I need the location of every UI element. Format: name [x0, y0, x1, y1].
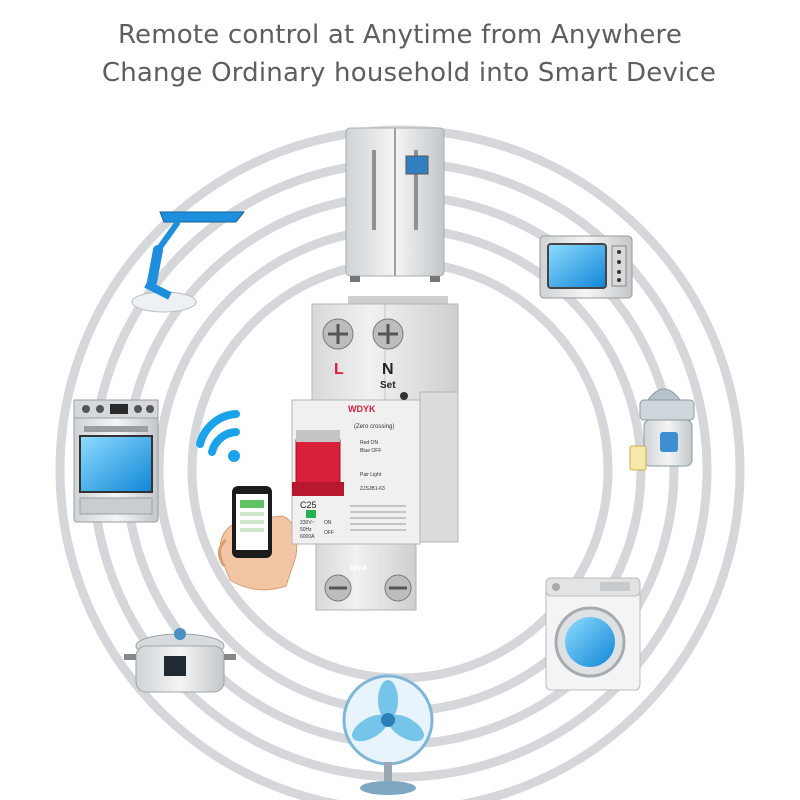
model-label: ZJSJB1-63	[360, 486, 385, 492]
smartphone-in-hand	[218, 486, 298, 591]
refrigerator-icon	[345, 127, 445, 282]
wifi-icon	[196, 410, 240, 462]
smart-circuit-breaker	[291, 296, 459, 611]
switch-off-label: OFF	[324, 530, 334, 536]
washing-machine-icon	[545, 577, 641, 691]
terminal-l-label: L	[334, 361, 344, 378]
rating-label: C25	[300, 500, 317, 510]
indicator-blue-label: Blue OFF	[360, 448, 381, 454]
headline-line-1: Remote control at Anytime from Anywhere	[117, 20, 683, 50]
set-label: Set	[380, 380, 396, 391]
fan-icon	[342, 674, 434, 795]
mode-label: (Zero crossing)	[354, 424, 394, 430]
spec-capacity: 6000A	[300, 534, 315, 540]
microwave-icon	[539, 235, 633, 299]
desk-lamp-icon	[131, 211, 246, 313]
spec-voltage: 230V~	[300, 520, 315, 526]
rice-cooker-icon	[124, 628, 236, 693]
terminal-n-label: N	[382, 361, 394, 378]
brand-logo: WDYK	[348, 404, 376, 414]
switch-on-label: ON	[324, 520, 332, 526]
juicer-icon	[629, 388, 695, 471]
oven-icon	[73, 399, 159, 523]
pair-light-label: Pair Light	[360, 472, 382, 478]
indicator-red-label: Red ON	[360, 440, 378, 446]
spec-frequency: 50Hz	[300, 527, 312, 533]
tuya-badge-label: tuya	[350, 563, 367, 572]
headline-line-2: Change Ordinary household into Smart Dev…	[101, 58, 717, 88]
